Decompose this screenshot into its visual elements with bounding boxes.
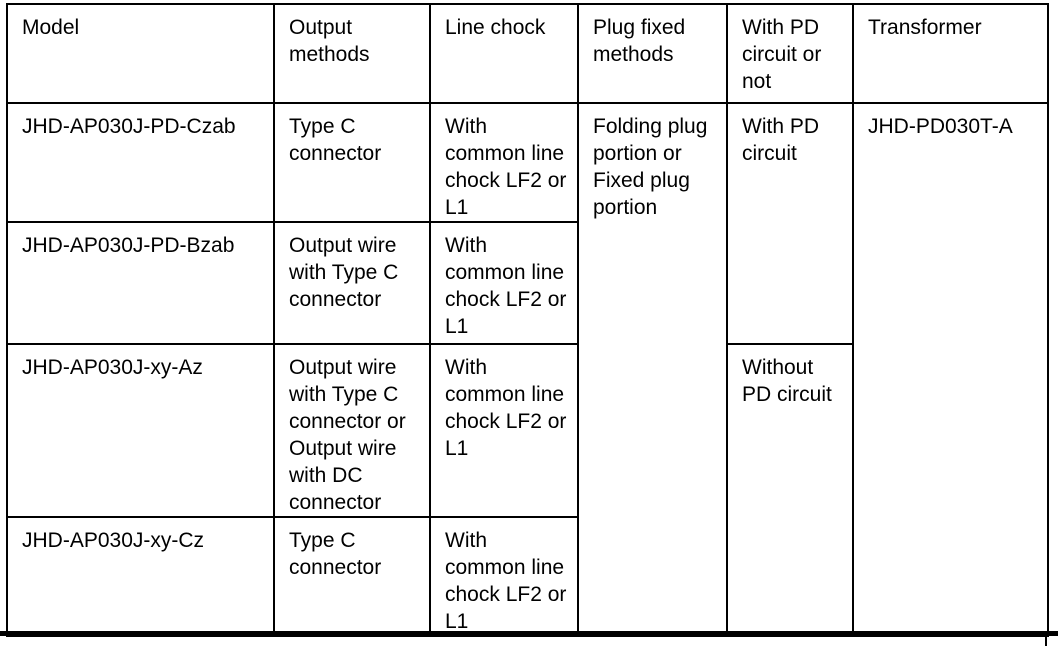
cell-model-row2: JHD-AP030J-PD-Bzab	[6, 221, 275, 345]
cell-chock-row3: With common line chock LF2 or L1	[429, 343, 579, 518]
table-row: JHD-AP030J-PD-Czab Type C connector With…	[6, 102, 1049, 637]
cell-model-row1: JHD-AP030J-PD-Czab	[6, 102, 275, 223]
header-line-chock: Line chock	[429, 3, 579, 104]
header-output-methods: Output methods	[273, 3, 431, 104]
cell-output-row4: Type C connector	[273, 516, 431, 637]
table-row: JHD-AP030J-PD-Bzab Output wire with Type…	[6, 221, 1048, 345]
right-border-tail	[1045, 631, 1047, 646]
header-pd-circuit: With PD circuit or not	[726, 3, 854, 104]
cell-plug-fixed-merged: Folding plug portion or Fixed plug porti…	[577, 102, 728, 637]
cell-model-row4: JHD-AP030J-xy-Cz	[6, 516, 275, 637]
cell-output-row2: Output wire with Type C connector	[273, 221, 431, 345]
header-model: Model	[6, 3, 275, 104]
header-transformer: Transformer	[852, 3, 1049, 104]
cell-chock-row4: With common line chock LF2 or L1	[429, 516, 579, 637]
cell-chock-row2: With common line chock LF2 or L1	[429, 221, 579, 345]
cell-output-row1: Type C connector	[273, 102, 431, 223]
cell-chock-row1: With common line chock LF2 or L1	[429, 102, 579, 223]
cell-without-pd-circuit: Without PD circuit	[726, 343, 854, 637]
thick-bottom-rule	[0, 631, 1058, 636]
cell-model-row3: JHD-AP030J-xy-Az	[6, 343, 275, 518]
cell-with-pd-circuit: With PD circuit	[726, 102, 854, 345]
table-row: JHD-AP030J-xy-Az Output wire with Type C…	[6, 343, 1048, 637]
cell-output-row3: Output wire with Type C connector or Out…	[273, 343, 431, 518]
header-row: Model Output methods Line chock Plug fix…	[6, 3, 1049, 104]
model-spec-table: Model Output methods Line chock Plug fix…	[6, 3, 1049, 637]
table-row: JHD-AP030J-xy-Cz Type C connector With c…	[6, 516, 1048, 637]
cell-transformer-merged: JHD-PD030T-A	[852, 102, 1049, 637]
header-plug-fixed-methods: Plug fixed methods	[577, 3, 728, 104]
